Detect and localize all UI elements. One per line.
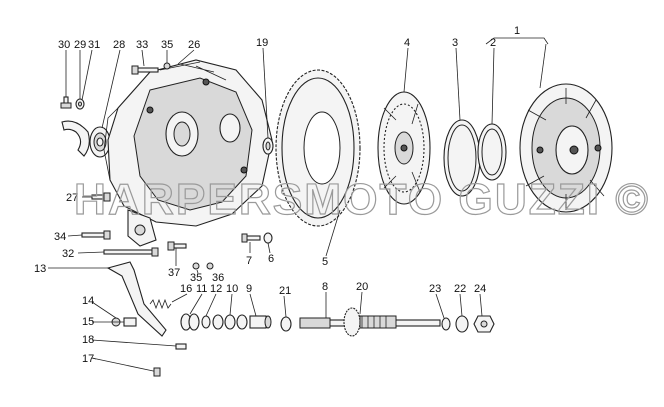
part-crescent-plate [61,120,90,157]
callout-19: 19 [256,37,268,49]
part-clutch-disc-4 [377,91,431,205]
callout-11: 11 [196,283,207,295]
part-gear-20 [343,307,397,337]
callout-26: 26 [188,39,200,51]
part-bolt-17 [91,357,161,377]
part-nut-24 [473,315,495,333]
callout-6: 6 [268,253,274,265]
watermark-text: HARPERSMOTO GUZZI © [74,175,650,224]
callout-22: 22 [454,283,466,295]
callout-3: 3 [452,37,458,49]
part-spring-16 [149,298,172,310]
callout-30: 30 [58,39,70,51]
callout-15: 15 [82,316,94,328]
callout-32: 32 [62,248,74,260]
callout-13: 13 [34,263,46,275]
part-pin-18 [175,343,187,350]
callout-35: 35 [190,272,202,284]
callout-10: 10 [226,283,238,295]
part-bearing-28 [89,126,111,158]
part-bolt-7 [241,233,261,243]
part-washer-29-31 [75,98,85,110]
part-bolt-34 [81,230,111,240]
part-washer-23 [441,317,451,331]
callout-12: 12 [210,283,222,295]
callout-2: 2 [490,37,496,49]
callout-37: 37 [168,267,180,279]
part-bushings-9-12 [180,313,272,331]
part-nut-35 [192,262,200,270]
callout-labels: 30 29 31 28 33 35 26 19 4 3 2 1 27 34 32… [34,25,520,365]
part-seal-19 [262,137,274,155]
callout-28: 28 [113,39,125,51]
callout-1: 1 [514,25,520,37]
callout-8: 8 [322,281,328,293]
callout-34: 34 [54,231,66,243]
callout-31: 31 [88,39,100,51]
leader-lines [48,37,549,360]
part-bolt-37 [167,241,187,251]
callout-5: 5 [322,256,328,268]
part-flywheel-5 [275,69,361,227]
part-lever-13 [106,261,167,337]
callout-16: 16 [180,283,192,295]
part-washer-22 [455,315,469,333]
callout-24: 24 [474,283,486,295]
part-bolt-33 [131,65,159,75]
part-washer-21 [280,316,292,332]
part-housing-26 [103,59,273,247]
part-nut-36 [206,262,214,270]
callout-17: 17 [82,353,94,365]
callout-27: 27 [66,192,78,204]
callout-14: 14 [82,295,94,307]
part-nut-35-top [163,62,171,70]
part-pressure-plate-1 [519,83,613,213]
part-bolt-32 [103,247,159,257]
callout-18: 18 [82,334,94,346]
callout-20: 20 [356,281,368,293]
part-bolt-30 [60,96,72,109]
callout-9: 9 [246,283,252,295]
callout-4: 4 [404,37,410,49]
part-washer-6 [263,232,273,244]
callout-36: 36 [212,272,224,284]
callout-21: 21 [279,285,291,297]
callout-7: 7 [246,255,252,267]
callout-35-top: 35 [161,39,173,51]
callout-23: 23 [429,283,441,295]
callout-33: 33 [136,39,148,51]
callout-29: 29 [74,39,86,51]
